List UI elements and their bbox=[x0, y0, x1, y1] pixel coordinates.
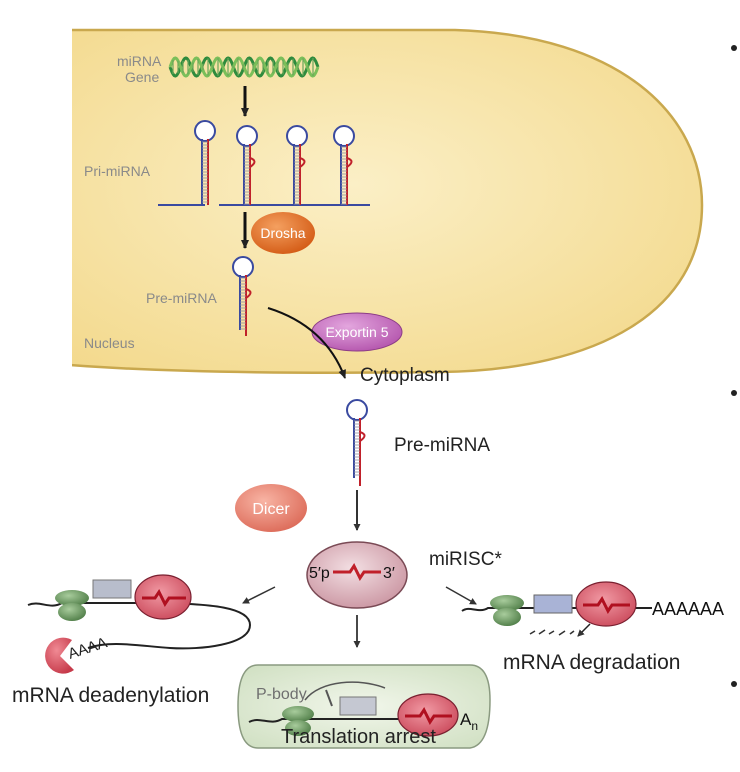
pri-mirna-label: Pri-miRNA bbox=[84, 163, 151, 179]
cytoplasm-label: Cytoplasm bbox=[360, 365, 450, 386]
three-prime-label: 3′ bbox=[383, 565, 395, 582]
mirisc-label: miRISC* bbox=[429, 549, 502, 570]
deadenylation-mrna-complex bbox=[27, 574, 252, 650]
arrow-nuclear-export bbox=[267, 307, 346, 379]
bullet-dot-2 bbox=[731, 390, 737, 396]
pac-deadenylase-icon bbox=[45, 637, 74, 674]
translation-arrest-mrna-complex bbox=[248, 681, 459, 737]
dicer-label: Dicer bbox=[252, 501, 290, 518]
translation-arrest-label: Translation arrest bbox=[281, 726, 436, 748]
pri-mirna-hairpins bbox=[158, 120, 370, 206]
pre-mirna-nuclear-hairpin bbox=[232, 256, 254, 336]
bullet-dot-3 bbox=[731, 681, 737, 687]
polya-deadenylated-label: AAAA bbox=[66, 634, 109, 663]
p-body-label: P-body bbox=[256, 686, 307, 703]
a-n-label: An bbox=[460, 710, 478, 733]
drosha-label: Drosha bbox=[260, 225, 305, 241]
degradation-mrna-complex bbox=[461, 581, 652, 637]
mrna-deadenylation-label: mRNA deadenylation bbox=[12, 684, 209, 707]
pre-mirna-cytoplasm-label: Pre-miRNA bbox=[394, 435, 490, 456]
mrna-degradation-label: mRNA degradation bbox=[503, 651, 680, 674]
pre-mirna-cytoplasmic-hairpin bbox=[346, 399, 368, 486]
arrow-to-deadenylation bbox=[242, 586, 276, 604]
mirna-gene-label-line2: Gene bbox=[125, 69, 159, 85]
drosha-enzyme bbox=[251, 212, 315, 254]
dna-helix-icon bbox=[168, 56, 320, 78]
mirna-duplex-strand bbox=[333, 563, 381, 581]
bullet-dot-1 bbox=[731, 45, 737, 51]
mirna-gene-label-line1: miRNA bbox=[117, 53, 162, 69]
arrow-to-degradation bbox=[445, 586, 477, 605]
dicer-enzyme bbox=[235, 484, 307, 532]
nucleus-label: Nucleus bbox=[84, 335, 135, 351]
pre-mirna-nucleus-label: Pre-miRNA bbox=[146, 290, 217, 306]
nucleus-compartment bbox=[68, 28, 704, 374]
polya-tail-label: AAAAAA bbox=[652, 599, 724, 619]
exportin5-label: Exportin 5 bbox=[325, 324, 388, 340]
five-prime-label: 5′p bbox=[309, 565, 330, 582]
